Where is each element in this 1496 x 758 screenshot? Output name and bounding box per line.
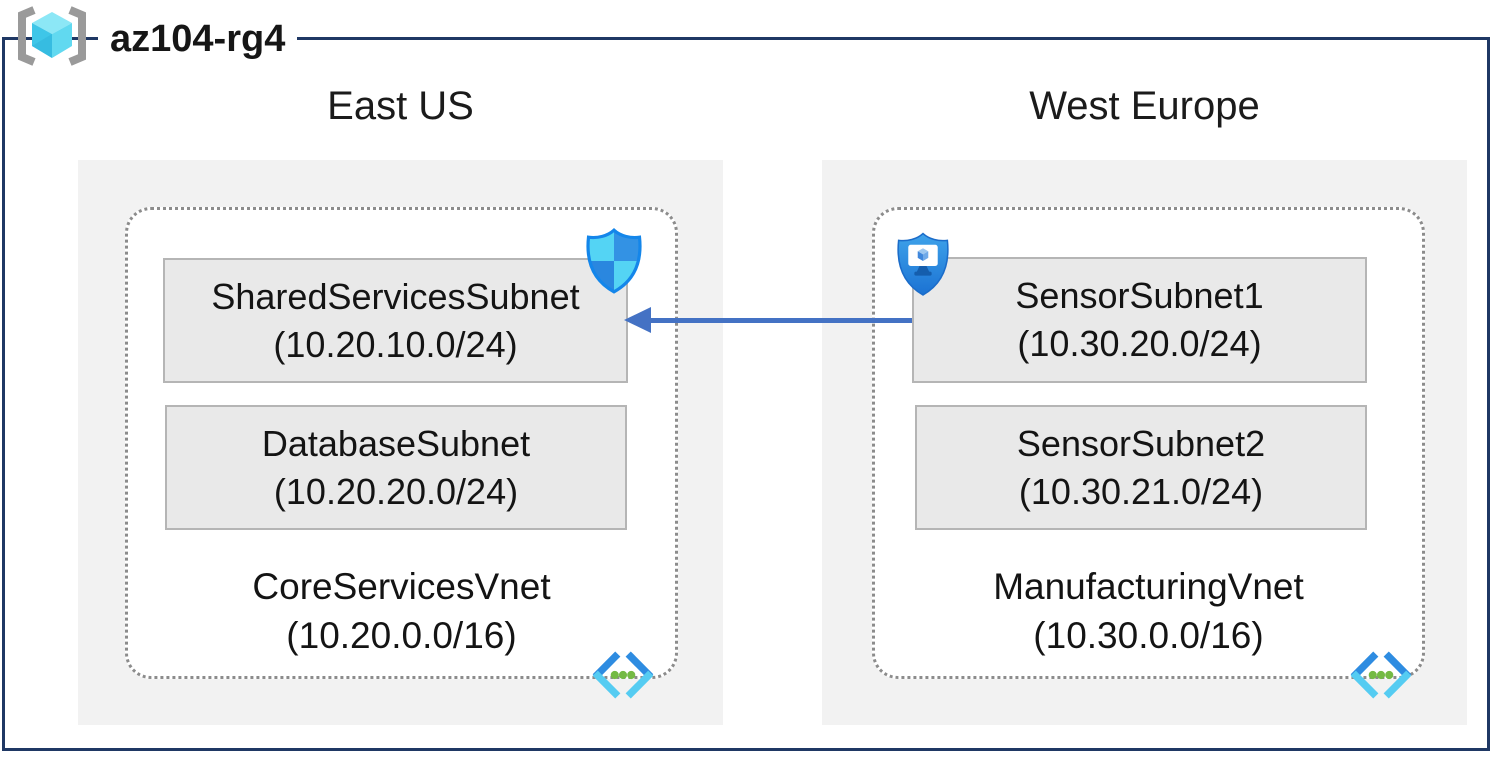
subnet-sensor2: SensorSubnet2 (10.30.21.0/24) — [915, 405, 1367, 530]
peering-arrowhead-icon — [624, 307, 651, 333]
vnet-name: CoreServicesVnet — [252, 566, 551, 607]
resource-group-icon — [18, 6, 86, 66]
subnet-sensor1: SensorSubnet1 (10.30.20.0/24) — [912, 257, 1367, 383]
nsg-shield-icon — [586, 228, 642, 294]
virtual-network-icon — [1350, 651, 1412, 699]
vnet-label-coreservices: CoreServicesVnet (10.20.0.0/16) — [125, 562, 678, 660]
vnet-cidr: (10.30.0.0/16) — [1033, 615, 1264, 656]
defender-iot-shield-icon — [897, 232, 949, 296]
subnet-cidr: (10.30.21.0/24) — [1018, 470, 1264, 512]
resource-group-border — [2, 37, 1490, 751]
subnet-name: DatabaseSubnet — [261, 422, 531, 464]
subnet-cidr: (10.20.10.0/24) — [273, 323, 518, 365]
resource-group-title: az104-rg4 — [98, 16, 298, 62]
subnet-cidr: (10.30.20.0/24) — [1017, 323, 1262, 364]
region-label-east-us: East US — [327, 84, 474, 128]
subnet-name: SensorSubnet2 — [1016, 422, 1266, 464]
subnet-cidr: (10.20.20.0/24) — [273, 470, 519, 512]
vnet-cidr: (10.20.0.0/16) — [286, 615, 517, 656]
subnet-name: SharedServicesSubnet — [211, 275, 580, 317]
subnet-sharedservices: SharedServicesSubnet (10.20.10.0/24) — [163, 258, 628, 383]
virtual-network-icon — [592, 651, 654, 699]
subnet-database: DatabaseSubnet (10.20.20.0/24) — [165, 405, 627, 530]
peering-arrow-line — [648, 318, 912, 323]
region-label-west-europe: West Europe — [1029, 84, 1260, 128]
subnet-name: SensorSubnet1 — [1015, 275, 1264, 316]
vnet-label-manufacturing: ManufacturingVnet (10.30.0.0/16) — [872, 562, 1425, 660]
vnet-name: ManufacturingVnet — [993, 566, 1304, 607]
